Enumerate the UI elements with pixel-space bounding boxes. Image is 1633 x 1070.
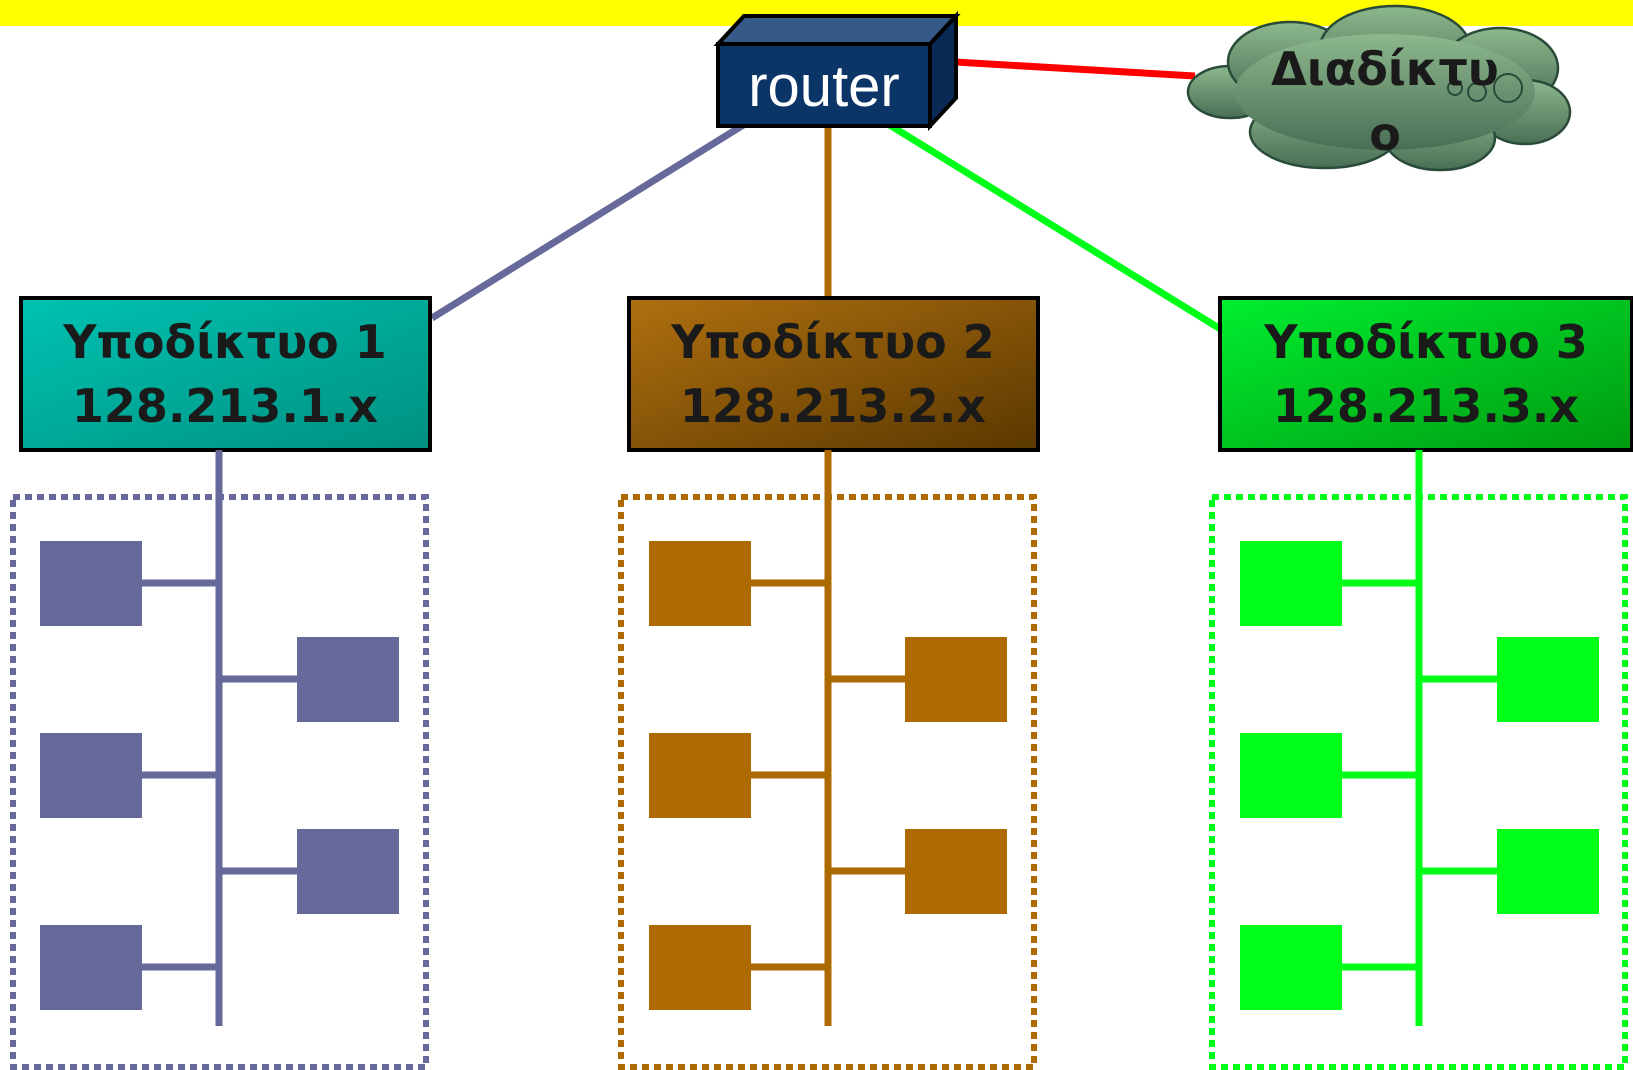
router-link-subnet-3 xyxy=(886,121,1224,333)
subnet-1-host xyxy=(297,829,399,914)
internet-cloud: Διαδίκτυ ο xyxy=(1186,4,1572,172)
subnet-2-host xyxy=(905,637,1007,722)
subnet-3-box: Υποδίκτυο 3 128.213.3.x xyxy=(1218,296,1633,452)
subnet-2-host xyxy=(649,925,751,1010)
internet-label-line2: ο xyxy=(1369,107,1401,161)
subnet-3-title: Υποδίκτυο 3 xyxy=(1263,315,1588,369)
subnet-2-host xyxy=(905,829,1007,914)
subnet-3-host xyxy=(1497,637,1599,722)
subnet-3-host xyxy=(1240,733,1342,818)
subnet-1-host xyxy=(40,541,142,626)
subnet-1-host xyxy=(40,925,142,1010)
subnet-1-address: 128.213.1.x xyxy=(72,379,378,433)
subnet-2-host xyxy=(649,541,751,626)
subnet-3-host xyxy=(1497,829,1599,914)
internet-label-line1: Διαδίκτυ xyxy=(1271,42,1499,96)
subnet-2-box: Υποδίκτυο 2 128.213.2.x xyxy=(627,296,1040,452)
subnet-1-host xyxy=(297,637,399,722)
subnet-1-box: Υποδίκτυο 1 128.213.1.x xyxy=(19,296,432,452)
internet-link xyxy=(954,58,1196,80)
subnet-2-address: 128.213.2.x xyxy=(680,379,986,433)
router-label: router xyxy=(748,54,900,119)
subnet-3-host xyxy=(1240,925,1342,1010)
router-link-subnet-1 xyxy=(430,121,747,321)
subnet-1-title: Υποδίκτυο 1 xyxy=(62,315,387,369)
subnet-3-host xyxy=(1240,541,1342,626)
subnet-3-address: 128.213.3.x xyxy=(1273,379,1579,433)
subnet-1-host xyxy=(40,733,142,818)
subnet-2-host xyxy=(649,733,751,818)
router: router xyxy=(713,10,961,132)
subnet-2-title: Υποδίκτυο 2 xyxy=(670,315,995,369)
